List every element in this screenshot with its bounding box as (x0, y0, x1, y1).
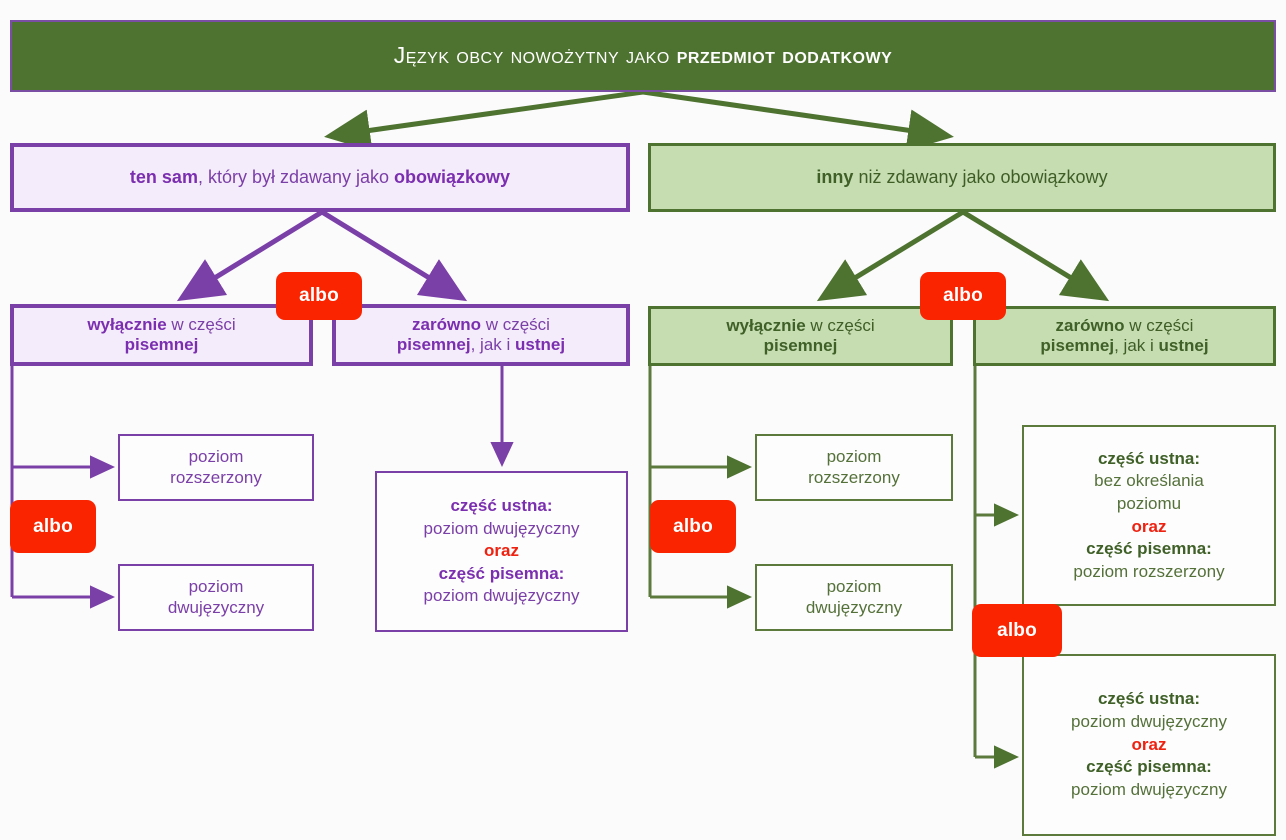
right-combo-top-conj: oraz (1131, 516, 1167, 536)
right-optb-bold2: pisemnej (1040, 336, 1115, 355)
left-level-0-line2: rozszerzony (170, 467, 262, 487)
left-combo-conj: oraz (484, 541, 519, 561)
right-option-written-and-oral[interactable]: zarówno w części pisemnej, jak i ustnej (973, 306, 1276, 366)
left-level-0-line1: poziom (188, 447, 244, 467)
right-combo-bottom-conj: oraz (1131, 734, 1167, 754)
arrow-right-optb-combos (973, 366, 1019, 769)
right-opta-rest: w części (805, 315, 875, 335)
arrow-header-to-right (642, 89, 954, 152)
left-level-bilingual[interactable]: poziom dwujęzyczny (118, 564, 314, 631)
right-level-1-line1: poziom (826, 577, 882, 597)
right-level-extended[interactable]: poziom rozszerzony (755, 434, 953, 501)
left-level-1-line2: dwujęzyczny (167, 597, 265, 617)
right-level-1-line2: dwujęzyczny (805, 597, 903, 617)
left-root-rest: , który był zdawany jako (197, 166, 395, 187)
left-combo-label2: część pisemna: (438, 563, 565, 583)
right-root-box[interactable]: inny niż zdawany jako obowiązkowy (648, 143, 1276, 212)
right-combo-top-label2: część pisemna: (1086, 539, 1212, 559)
right-root-rest: niż zdawany jako obowiązkowy (853, 166, 1108, 187)
left-optb-bold3: ustnej (515, 335, 566, 354)
page-title-bold: przedmiot dodatkowy (676, 42, 893, 69)
left-level-1-line1: poziom (188, 577, 244, 597)
header-title-box: Język obcy nowożytny jako przedmiot doda… (10, 20, 1276, 92)
left-opta-bold2: pisemnej (124, 335, 199, 354)
arrow-header-to-left (324, 89, 644, 152)
left-level-extended[interactable]: poziom rozszerzony (118, 434, 314, 501)
right-opta-bold: wyłącznie (726, 315, 806, 335)
left-optb-bold2: pisemnej (396, 335, 471, 354)
left-root-bold: ten sam (129, 166, 198, 187)
albo-chip-right-top: albo (920, 272, 1006, 320)
left-combo-label1: część ustna: (450, 496, 553, 516)
right-combo-top-value1b: poziomu (1116, 493, 1182, 513)
left-optb-bold: zarówno (412, 314, 481, 334)
right-optb-bold: zarówno (1055, 315, 1125, 335)
left-optb-rest: w części (480, 314, 550, 334)
albo-chip-left-side: albo (10, 500, 96, 553)
left-root-box[interactable]: ten sam, który był zdawany jako obowiązk… (10, 143, 630, 212)
right-level-0-line1: poziom (826, 447, 882, 467)
left-opta-rest: w części (166, 314, 236, 334)
right-combo-bottom-value1: poziom dwujęzyczny (1071, 712, 1227, 732)
right-combo-top-value2: poziom rozszerzony (1073, 561, 1225, 581)
right-optb-rest2: , jak i (1114, 336, 1159, 355)
arrow-left-opta-levels (10, 366, 115, 609)
right-optb-rest: w części (1124, 315, 1194, 335)
right-opta-bold2: pisemnej (763, 336, 838, 355)
page-title-plain: Język obcy nowożytny jako (393, 42, 677, 69)
albo-chip-right-side: albo (650, 500, 736, 553)
right-combo-bottom-label1: część ustna: (1097, 689, 1201, 709)
right-root-bold: inny (816, 166, 854, 187)
right-combo-bottom-value2: poziom dwujęzyczny (1071, 779, 1227, 799)
left-combo-box[interactable]: część ustna: poziom dwujęzyczny oraz czę… (375, 471, 628, 632)
left-root-bold2: obowiązkowy (394, 166, 511, 187)
right-level-0-line2: rozszerzony (808, 467, 900, 487)
right-combo-top-box[interactable]: część ustna: bez określania poziomu oraz… (1022, 425, 1276, 606)
right-combo-bottom-label2: część pisemna: (1086, 757, 1212, 777)
right-combo-top-label1: część ustna: (1097, 448, 1201, 468)
arrow-right-opta-levels (648, 366, 752, 609)
left-opta-bold: wyłącznie (87, 314, 167, 334)
right-option-written-only[interactable]: wyłącznie w części pisemnej (648, 306, 953, 366)
right-combo-top-value1a: bez określania (1094, 471, 1204, 491)
left-combo-value1: poziom dwujęzyczny (423, 518, 580, 538)
page-title: Język obcy nowożytny jako przedmiot doda… (394, 42, 893, 70)
left-option-written-only[interactable]: wyłącznie w części pisemnej (10, 304, 313, 366)
left-option-written-and-oral[interactable]: zarówno w części pisemnej, jak i ustnej (332, 304, 630, 366)
right-optb-bold3: ustnej (1158, 336, 1209, 355)
left-combo-value2: poziom dwujęzyczny (423, 586, 580, 606)
albo-chip-right-lower: albo (972, 604, 1062, 657)
albo-chip-left-top: albo (276, 272, 362, 320)
right-combo-bottom-box[interactable]: część ustna: poziom dwujęzyczny oraz czę… (1022, 654, 1276, 836)
right-level-bilingual[interactable]: poziom dwujęzyczny (755, 564, 953, 631)
left-optb-rest2: , jak i (470, 335, 516, 354)
